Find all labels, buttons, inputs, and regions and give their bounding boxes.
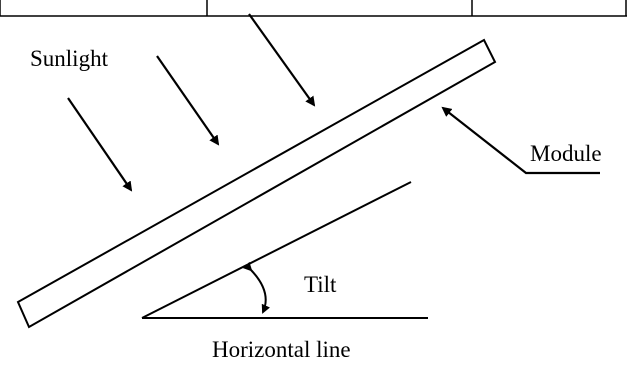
sunlight-arrow-1 (248, 13, 316, 107)
module-panel (16, 38, 497, 329)
sunlight-arrow-2 (156, 55, 220, 146)
top-table-border (0, 0, 627, 17)
module-pointer-arrow (441, 106, 600, 175)
tilt-line (141, 181, 412, 319)
sunlight-arrow-3 (67, 97, 133, 192)
module-label: Module (530, 141, 602, 166)
tilt-angle-arc (242, 261, 270, 314)
tilt-label: Tilt (304, 272, 337, 297)
sunlight-label: Sunlight (30, 46, 109, 71)
sunlight-arrows (67, 13, 316, 192)
horizontal-line-label: Horizontal line (212, 337, 351, 362)
